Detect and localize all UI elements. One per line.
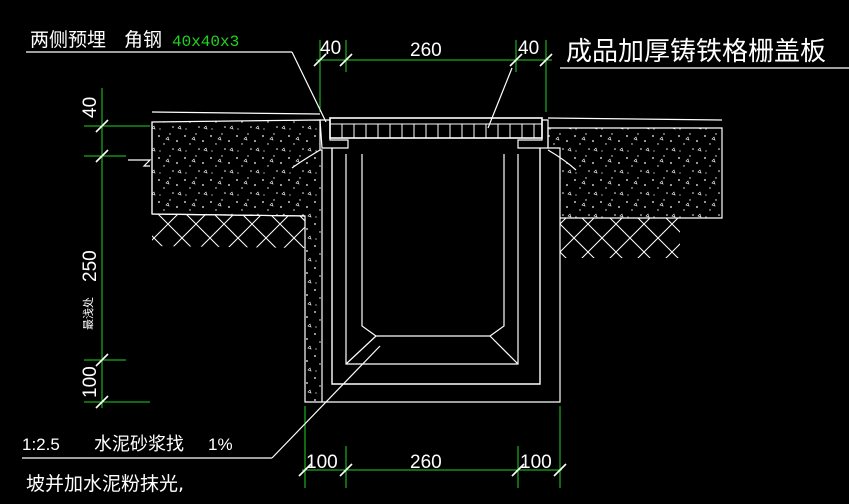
mortar-ratio: 1:2.5 [22, 435, 60, 454]
dim-top-260: 260 [410, 40, 442, 61]
shallowest-note: 最浅处 [82, 297, 95, 330]
dim-top-left-40: 40 [320, 38, 341, 59]
dim-bottom-260: 260 [410, 452, 442, 473]
annotation-text: 两侧预埋 角钢 40x40x3 成品加厚铸铁格栅盖板 40 260 40 40 … [22, 29, 826, 495]
embedded-label: 两侧预埋 [30, 29, 106, 51]
mortar-text: 水泥砂浆找 [94, 434, 184, 455]
dim-vertical-40: 40 [80, 97, 101, 118]
earth-fill-right [560, 218, 680, 258]
dim-bottom-right-100: 100 [520, 452, 552, 473]
angle-steel-label: 角钢 [124, 29, 162, 51]
channel-cavity [331, 148, 541, 385]
earth-fill-left [151, 213, 306, 248]
dim-vertical-250: 250 [80, 250, 101, 282]
ground-surface [151, 111, 723, 121]
dimension-ticks [95, 53, 567, 477]
bottom-note: 坡并加水泥粉抹光, [26, 473, 184, 495]
dim-bottom-left-100: 100 [306, 452, 338, 473]
angle-steel-spec: 40x40x3 [172, 33, 239, 51]
grating-note: 成品加厚铸铁格栅盖板 [566, 37, 826, 67]
cast-iron-grating [291, 117, 577, 171]
dim-vertical-100: 100 [80, 366, 101, 398]
dim-top-right-40: 40 [518, 38, 539, 59]
leader-lines [22, 51, 849, 459]
slope-text: 1% [208, 435, 233, 454]
